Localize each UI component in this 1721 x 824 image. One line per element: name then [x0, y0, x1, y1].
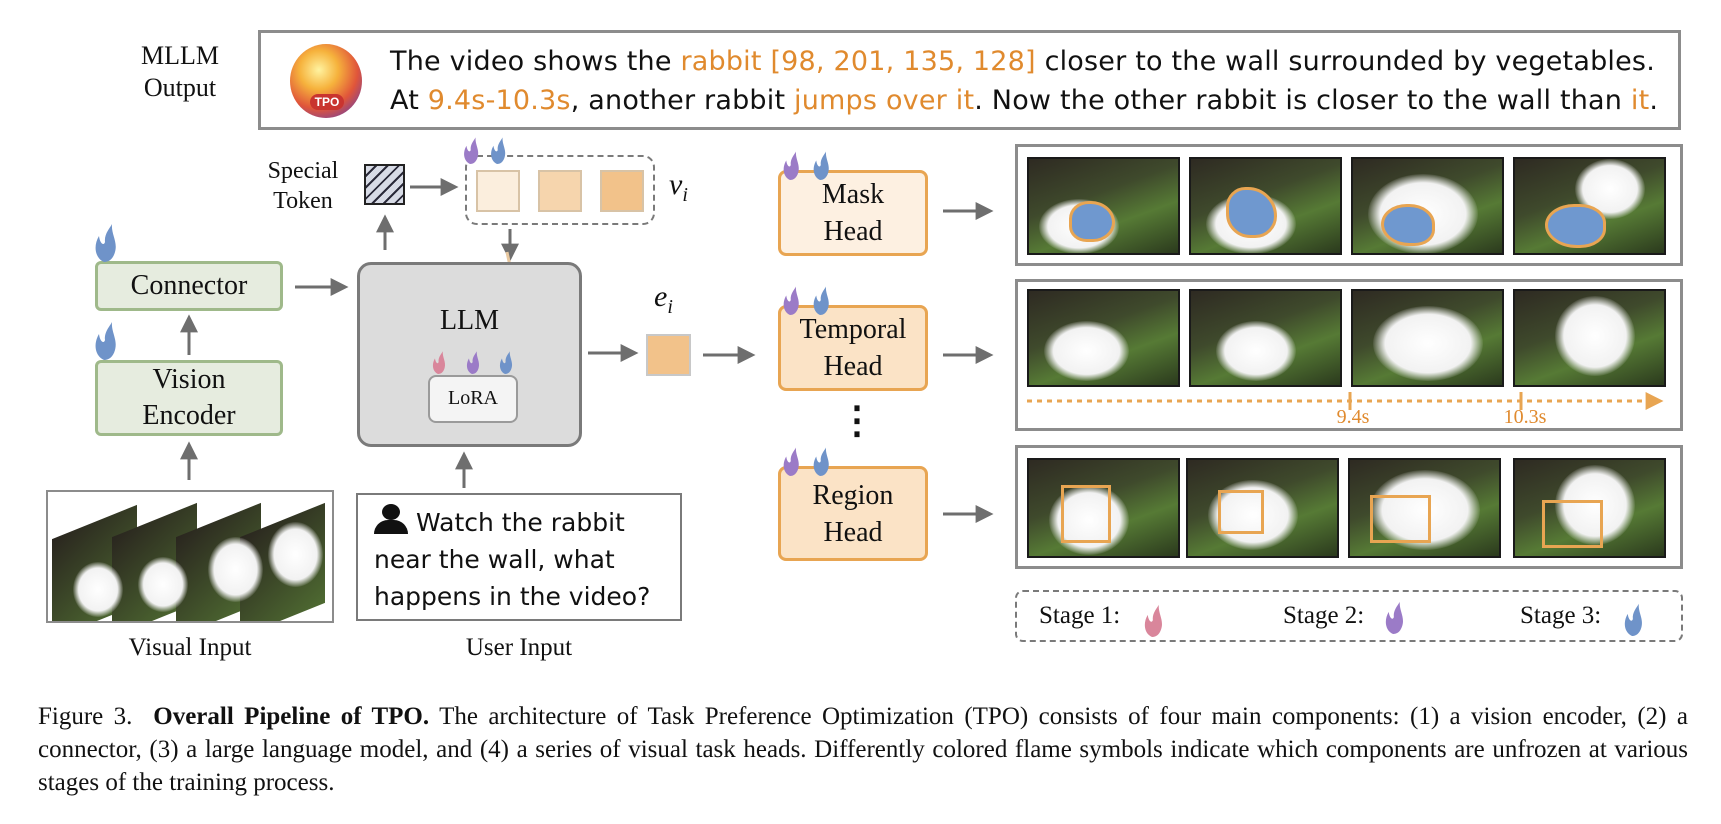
- highlighted-segment: jumps over it: [794, 85, 975, 116]
- mask-frames-panel: [1015, 144, 1683, 266]
- special-token-label: Special Token: [267, 158, 339, 214]
- video-frame: [1348, 458, 1501, 558]
- caption-text: The architecture of Task Preference Opti…: [38, 703, 1688, 796]
- user-prompt-text: Watch the rabbit near the wall, what hap…: [374, 508, 651, 611]
- stage3-flame-icon: [95, 322, 116, 360]
- legend-stage2: Stage 2:: [1283, 602, 1365, 629]
- stage2-flame-icon: [464, 137, 479, 164]
- region-frames-panel: [1015, 445, 1683, 569]
- stage3-flame-icon: [499, 351, 513, 374]
- video-frame: [1189, 157, 1342, 255]
- special-token-icon: [364, 164, 405, 205]
- bbox-overlay: [1061, 485, 1111, 543]
- stage2-flame-icon: [783, 151, 799, 180]
- stage3-flame-icon: [95, 224, 116, 262]
- visual-input-label: Visual Input: [128, 634, 252, 661]
- time-label-1: 9.4s: [1336, 406, 1370, 428]
- video-frame: [1351, 289, 1504, 387]
- stage2-flame-icon: [783, 447, 799, 476]
- llm-label: LLM: [439, 305, 500, 336]
- mask-overlay: [1069, 201, 1115, 242]
- mllm-output-box: [258, 30, 1681, 130]
- video-frame: [1351, 157, 1504, 255]
- mask-overlay: [1226, 187, 1277, 238]
- figure-caption: Figure 3. Overall Pipeline of TPO. The a…: [38, 700, 1688, 799]
- highlighted-segment: 9.4s-10.3s: [427, 85, 571, 116]
- bbox-overlay: [1218, 490, 1264, 534]
- vision-encoder-box: Vision Encoder: [95, 360, 283, 436]
- lora-box: LoRA: [428, 375, 518, 423]
- ei-token: [646, 334, 691, 376]
- vi-token-group: [465, 155, 655, 225]
- video-frame: [1189, 289, 1342, 387]
- legend-stage3: Stage 3:: [1520, 602, 1602, 629]
- visual-input-box: [46, 490, 334, 623]
- connector-box: Connector: [95, 261, 283, 311]
- ei-label: ei: [654, 280, 673, 318]
- output-segment: closer to the wall surrounded by vegetab…: [390, 46, 1655, 116]
- video-frame: [1027, 458, 1180, 558]
- user-input-label: User Input: [465, 634, 573, 661]
- user-input-box: Watch the rabbit near the wall, what hap…: [356, 493, 682, 621]
- video-frame: [1027, 289, 1180, 387]
- stage-legend: Stage 1: Stage 2: Stage 3:: [1015, 590, 1683, 642]
- mllm-output-text: The video shows the rabbit [98, 201, 135…: [390, 42, 1670, 120]
- stage2-flame-icon: [1385, 601, 1403, 634]
- output-segment: , another rabbit: [570, 85, 795, 116]
- video-frame: [1027, 157, 1180, 255]
- vi-token: [600, 170, 644, 212]
- video-frame: [1513, 458, 1666, 558]
- output-segment: The video shows the: [390, 46, 681, 77]
- stage3-flame-icon: [813, 286, 829, 315]
- video-frame: [1186, 458, 1339, 558]
- temporal-frames-panel: 9.4s 10.3s: [1015, 279, 1683, 431]
- stage3-flame-icon: [491, 137, 506, 164]
- mllm-output-label: MLLM Output: [141, 41, 219, 102]
- stage1-flame-icon: [432, 351, 446, 374]
- highlighted-segment: rabbit [98, 201, 135, 128]: [680, 46, 1036, 77]
- caption-title: Overall Pipeline of TPO.: [153, 703, 430, 730]
- temporal-head-box: Temporal Head: [778, 305, 928, 391]
- caption-prefix: Figure 3.: [38, 703, 133, 730]
- rabbit-blob: [73, 562, 123, 617]
- time-label-2: 10.3s: [1503, 406, 1547, 428]
- mask-head-box: Mask Head: [778, 170, 928, 256]
- highlighted-segment: it: [1630, 85, 1650, 116]
- legend-stage1: Stage 1:: [1039, 602, 1121, 629]
- video-frame: [1513, 157, 1666, 255]
- tpo-logo-badge: TPO: [310, 94, 344, 110]
- bbox-overlay: [1542, 500, 1603, 548]
- mask-overlay: [1545, 204, 1606, 248]
- stage3-flame-icon: [1624, 603, 1642, 636]
- stage2-flame-icon: [783, 286, 799, 315]
- stage3-flame-icon: [813, 447, 829, 476]
- output-segment: .: [1649, 85, 1659, 116]
- output-segment: . Now the other rabbit is closer to the …: [974, 85, 1631, 116]
- user-icon: [374, 504, 408, 534]
- region-head-box: Region Head: [778, 466, 928, 561]
- stage1-flame-icon: [1144, 604, 1162, 637]
- vi-label: vi: [669, 168, 688, 206]
- tpo-logo: TPO: [290, 44, 362, 118]
- llm-box: LLM LoRA: [357, 262, 582, 447]
- rabbit-blob: [138, 557, 188, 612]
- vi-token: [476, 170, 520, 212]
- stage3-flame-icon: [813, 151, 829, 180]
- rabbit-blob: [208, 537, 263, 602]
- stage2-flame-icon: [466, 351, 480, 374]
- bbox-overlay: [1370, 495, 1431, 543]
- mask-overlay: [1381, 204, 1435, 246]
- vi-token: [538, 170, 582, 212]
- video-frame: [1513, 289, 1666, 387]
- rabbit-blob: [268, 522, 323, 587]
- ellipsis: ⋮: [838, 400, 876, 442]
